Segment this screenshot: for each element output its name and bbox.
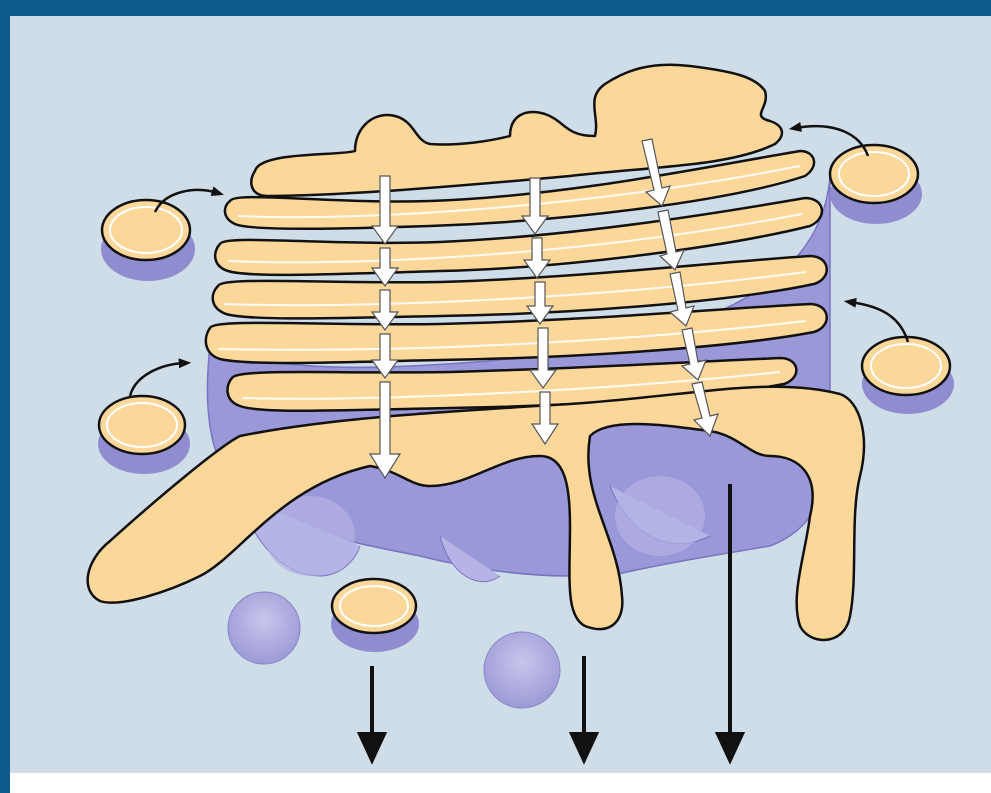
- vesicle-bottom-yellow: [331, 579, 419, 652]
- vesicle-right-upper: [830, 145, 922, 224]
- golgi-diagram: [10, 16, 991, 793]
- purple-vesicle-left: [228, 592, 300, 664]
- figure-panel: [10, 16, 991, 793]
- purple-vesicle-middle: [484, 632, 560, 708]
- vesicle-left-upper: [101, 200, 195, 281]
- vesicle-right-lower: [862, 337, 954, 414]
- vesicle-left-lower: [98, 396, 190, 474]
